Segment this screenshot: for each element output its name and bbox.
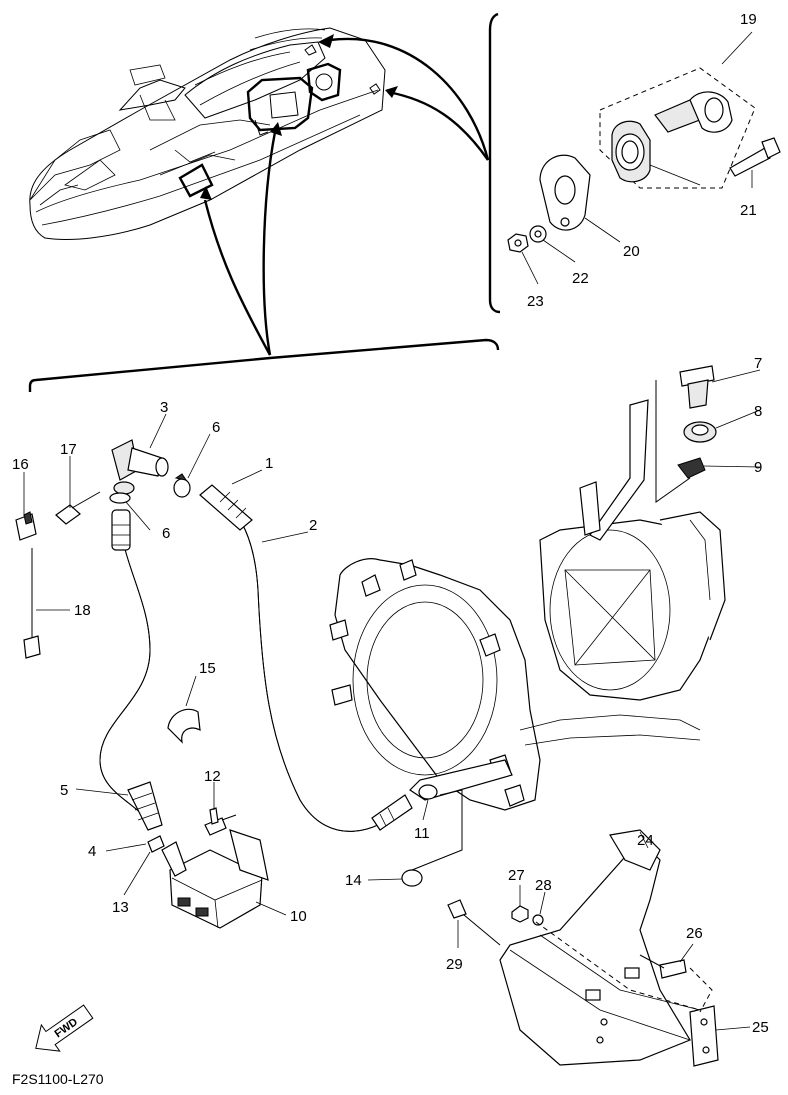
hoses-group: [15, 439, 463, 929]
callout-1: 1: [265, 455, 273, 472]
callout-17: 17: [60, 441, 77, 458]
callout-2: 2: [309, 517, 317, 534]
callout-20: 20: [623, 243, 640, 260]
drain-plug-group: [655, 365, 761, 503]
callout-18: 18: [74, 602, 91, 619]
callout-14: 14: [345, 872, 362, 889]
forward-arrow-icon: FWD: [35, 1004, 94, 1052]
callout-15: 15: [199, 660, 216, 677]
callout-3: 3: [160, 399, 168, 416]
callout-13: 13: [112, 899, 129, 916]
callout-28: 28: [535, 877, 552, 894]
callout-6-lower: 6: [162, 525, 170, 542]
jet-pump-housing: [329, 399, 726, 811]
callout-10: 10: [290, 908, 307, 925]
boat-pointer-arrows: [200, 34, 490, 356]
callout-19: 19: [740, 11, 757, 28]
cover-plate-group: [447, 829, 751, 1067]
watercraft-overview: [29, 27, 386, 240]
callout-21: 21: [740, 202, 757, 219]
callout-4: 4: [88, 843, 96, 860]
callout-27: 27: [508, 867, 525, 884]
diagram-code: F2S1100-L270: [12, 1071, 104, 1087]
cover-assembly-group: [507, 31, 781, 285]
callout-leaders: [23, 413, 429, 916]
callout-5: 5: [60, 782, 68, 799]
callout-23: 23: [527, 293, 544, 310]
callout-25: 25: [752, 1019, 769, 1036]
callout-29: 29: [446, 956, 463, 973]
callout-12: 12: [204, 768, 221, 785]
callout-6-upper: 6: [212, 419, 220, 436]
callout-24: 24: [637, 832, 654, 849]
callout-16: 16: [12, 456, 29, 473]
callout-numbers: 1 2 3 4 5 6 6 7 8 9 10 11 12 13 14 15 16…: [12, 11, 769, 1036]
callout-7: 7: [754, 355, 762, 372]
lower-bracket: [28, 338, 500, 392]
callout-9: 9: [754, 459, 762, 476]
callout-11: 11: [414, 825, 430, 842]
callout-8: 8: [754, 403, 762, 420]
callout-26: 26: [686, 925, 703, 942]
upper-bracket: [488, 12, 501, 314]
callout-22: 22: [572, 270, 589, 287]
